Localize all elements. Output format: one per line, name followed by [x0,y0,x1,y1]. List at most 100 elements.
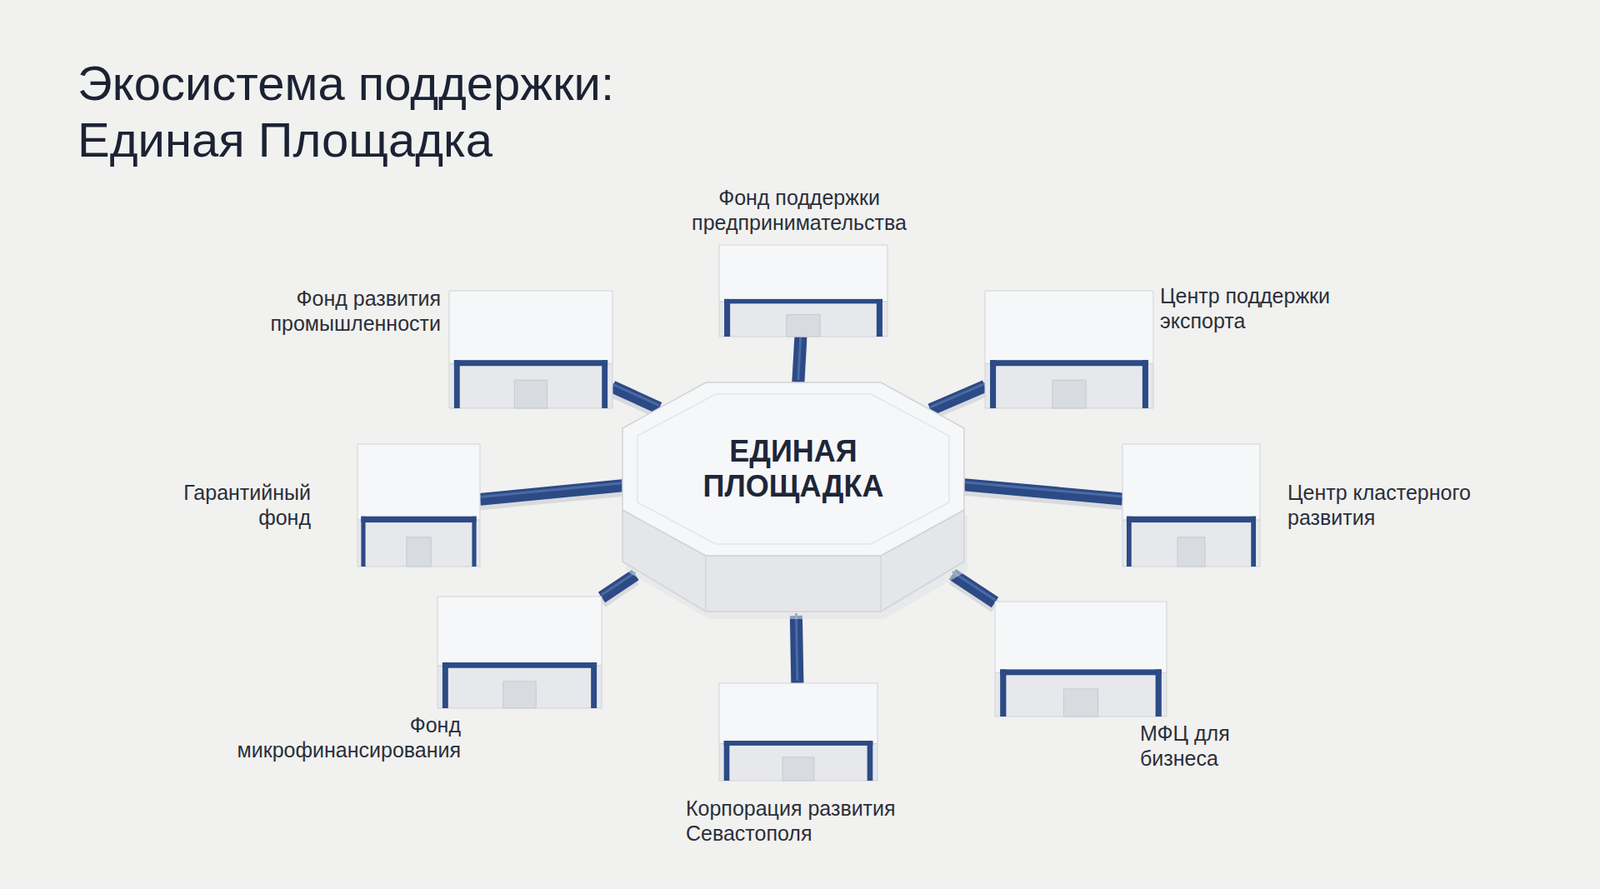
bridge-connector [964,482,1123,504]
building-door [1063,689,1098,717]
bridge-line [601,575,635,598]
building-door [406,537,431,567]
hub-node: ЕДИНАЯ ПЛОЩАДКА [622,382,965,618]
building-post [1000,669,1006,717]
building-label: Гарантийный фонд [160,480,311,530]
building-front [437,665,602,709]
bridge-connector [952,571,995,607]
building-post [1250,516,1256,567]
building-node: Гарантийный фонд [357,444,480,567]
bridge-connector [601,572,635,602]
hub-text-area: ЕДИНАЯ ПЛОЩАДКА [622,382,965,556]
building-label: Центр кластерного развития [1287,480,1505,530]
building-post [590,662,597,709]
building-front [995,673,1167,717]
building-front [719,301,888,337]
building-post [1142,360,1149,409]
building-roof [1122,444,1260,520]
building-node: МФЦ для бизнеса [995,601,1167,717]
building-door [786,315,820,337]
building-post [360,516,365,567]
building-illustration [995,601,1167,717]
building-illustration [719,683,878,781]
bridge-connector [798,334,801,387]
building-beam [442,662,597,669]
building-beam [990,360,1149,366]
building-post [724,740,730,781]
bridge-connector [480,483,623,505]
building-label: Фонд поддержки предпринимательства [674,185,925,235]
building-post [876,299,883,337]
hub-top [622,382,965,556]
building-roof [995,601,1167,674]
bridge-highlight [964,482,1123,497]
bridge-highlight [601,572,635,595]
building-front [449,363,613,409]
building-post [867,740,874,781]
bridge-highlight [952,571,995,600]
building-node: Фонд микрофинансирования [437,596,602,709]
building-door [782,757,815,781]
building-beam [724,299,883,305]
building-node: Фонд развития промышленности [449,290,613,409]
bridge-connector [795,613,798,688]
hub-label: ЕДИНАЯ ПЛОЩАДКА [689,434,898,505]
building-post [1155,669,1162,717]
slide-title: Экосистема поддержки: Единая Площадка [77,55,711,169]
building-door [514,380,547,409]
building-post [990,360,996,409]
bridge-highlight [612,384,660,406]
building-label: Корпорация развития Севастополя [685,795,928,846]
hub-edge [705,555,707,612]
bridge-highlight [930,383,985,407]
building-node: Корпорация развития Севастополя [719,683,878,781]
building-roof [357,444,480,520]
building-label: МФЦ для бизнеса [1140,720,1265,771]
bridge-line [964,485,1123,500]
building-illustration [437,596,602,709]
building-illustration [357,444,480,567]
hub-inset [637,394,950,545]
building-post [1126,516,1132,567]
hub-edge [880,555,882,612]
bridge-connector [930,383,985,414]
building-door [1052,380,1086,409]
building-door [1177,537,1205,567]
bridge-line [480,485,623,500]
building-node: Фонд поддержки предпринимательства [719,245,888,337]
building-label: Фонд микрофинансирования [219,712,461,763]
bridge-highlight [480,483,623,498]
building-post [454,360,460,409]
building-front [985,363,1154,409]
building-roof [719,245,888,302]
bridge-highlight [795,613,798,681]
building-roof [449,290,613,364]
bridge-connector [612,384,660,413]
building-beam [724,740,874,746]
building-door [503,681,536,709]
building-beam [1000,669,1162,675]
building-roof [437,596,602,666]
building-label: Центр поддержки экспорта [1160,283,1360,334]
building-post [442,662,449,709]
building-front [1122,520,1260,567]
building-beam [454,360,608,366]
building-beam [360,516,476,523]
building-node: Центр кластерного развития [1122,444,1260,567]
building-roof [719,683,878,745]
bridge-highlight [798,334,801,380]
bridge-line [952,574,995,603]
building-post [724,299,730,337]
building-illustration [719,245,888,337]
building-roof [985,290,1154,364]
bridge-line [930,385,985,410]
building-post [601,360,608,409]
building-label: Фонд развития промышленности [249,285,441,336]
building-beam [1126,516,1256,523]
building-front [719,744,878,781]
building-illustration [449,290,613,409]
building-front [357,520,480,567]
building-illustration [1122,444,1260,567]
building-post [471,516,476,567]
